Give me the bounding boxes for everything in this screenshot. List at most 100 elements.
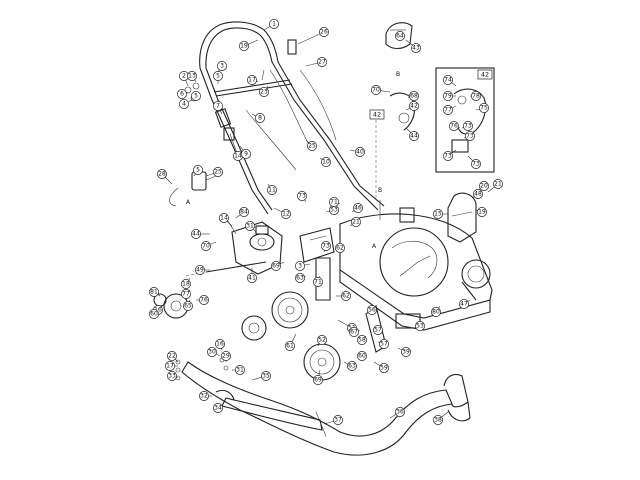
mower-deck [339, 200, 493, 331]
callout-69: 69 [271, 261, 285, 271]
rear-latch [169, 171, 217, 207]
callout-circle [409, 131, 419, 141]
callout-number: 5 [196, 167, 200, 174]
callout-number: 25 [308, 143, 316, 150]
rear-deflector [385, 22, 413, 50]
callout-number: 70 [372, 87, 380, 94]
callout-58: 58 [357, 335, 367, 345]
callout-60: 60 [357, 351, 367, 361]
callout-74: 74 [443, 75, 457, 87]
callout-26: 26 [297, 27, 329, 45]
callout-circle [149, 287, 159, 297]
callout-circle [201, 241, 211, 251]
callout-7: 7 [213, 101, 223, 115]
callout-number: 76 [450, 123, 458, 130]
callout-number: 81 [150, 289, 158, 296]
callout-57: 57 [373, 325, 383, 335]
callout-number: 11 [268, 187, 276, 194]
upper-handle [199, 21, 385, 215]
callout-number: 31 [246, 223, 254, 230]
callout-number: 20 [480, 183, 488, 190]
callout-5: 5 [213, 71, 223, 84]
callout-number: 15 [434, 211, 442, 218]
callout-73: 73 [467, 155, 481, 169]
callout-number: 25 [214, 169, 222, 176]
view-letter-b-top: B [396, 71, 400, 78]
callout-circle [443, 151, 453, 161]
callout-number: 53 [330, 207, 338, 214]
callout-circle [295, 273, 305, 283]
callout-49: 49 [195, 265, 210, 275]
chute-outlet [215, 389, 327, 437]
callout-circle [351, 217, 361, 227]
callout-circle [259, 87, 269, 97]
callout-number: 8 [258, 115, 262, 122]
callout-circle [449, 121, 459, 131]
callout-circle [479, 181, 489, 191]
callout-circle [379, 339, 389, 349]
callout-71: 71 [313, 275, 323, 287]
callout-circle [239, 207, 249, 217]
callout-3: 3 [217, 61, 227, 73]
callout-number: 57 [374, 327, 382, 334]
callout-number: 31 [236, 367, 244, 374]
callout-number: 3 [220, 63, 224, 70]
callout-circle [269, 19, 279, 29]
callout-73: 73 [321, 241, 331, 253]
callout-circle [199, 391, 209, 401]
callout-44: 44 [191, 229, 210, 239]
callout-75: 75 [475, 103, 489, 113]
callout-circle [167, 371, 177, 381]
callout-number: 64 [396, 33, 404, 40]
callout-31: 31 [232, 365, 245, 375]
callout-circle [471, 159, 481, 169]
callout-59: 59 [373, 361, 389, 373]
callout-40: 40 [349, 147, 365, 157]
callout-37: 37 [323, 415, 343, 425]
callout-53: 53 [325, 205, 339, 215]
callout-circle [333, 415, 343, 425]
callout-circle [317, 335, 327, 345]
callout-circle [459, 299, 469, 309]
callout-circle [411, 43, 421, 53]
callout-number: 71 [330, 199, 338, 206]
grass-chute-tube [181, 361, 471, 456]
callout-circle [247, 273, 257, 283]
callout-number: 48 [474, 191, 482, 198]
callout-77: 77 [181, 289, 191, 299]
callout-number: 4 [182, 101, 186, 108]
callout-27: 27 [305, 57, 327, 67]
callout-circle [193, 165, 203, 175]
callout-circle [443, 75, 453, 85]
callout-circle [239, 41, 249, 51]
callout-circle [471, 91, 481, 101]
callout-circle [329, 197, 339, 207]
callout-73: 73 [443, 149, 457, 161]
callout-number: 73 [444, 153, 452, 160]
callout-number: 78 [472, 93, 480, 100]
callout-circle [357, 351, 367, 361]
callout-number: 44 [192, 231, 200, 238]
callout-number: 77 [444, 107, 452, 114]
callout-circle [321, 157, 331, 167]
callout-number: 62 [336, 245, 344, 252]
callout-number: 53 [416, 323, 424, 330]
callout-circle [213, 71, 223, 81]
callout-80: 80 [431, 305, 441, 317]
callout-number: 33 [168, 373, 176, 380]
callout-63: 63 [343, 361, 357, 371]
callout-circle [321, 241, 331, 251]
callout-number: 73 [464, 123, 472, 130]
callout-number: 10 [322, 159, 330, 166]
callout-number: 13 [188, 73, 196, 80]
view-letter-b-deck: B [378, 187, 382, 194]
wheel-rear-right [461, 259, 491, 289]
callout-circle [409, 101, 419, 111]
callout-64: 64 [395, 31, 405, 41]
callout-number: 75 [480, 105, 488, 112]
callout-84: 84 [235, 207, 249, 219]
callout-circle [195, 265, 205, 275]
callout-12: 12 [273, 207, 291, 219]
callout-circle [493, 179, 503, 189]
